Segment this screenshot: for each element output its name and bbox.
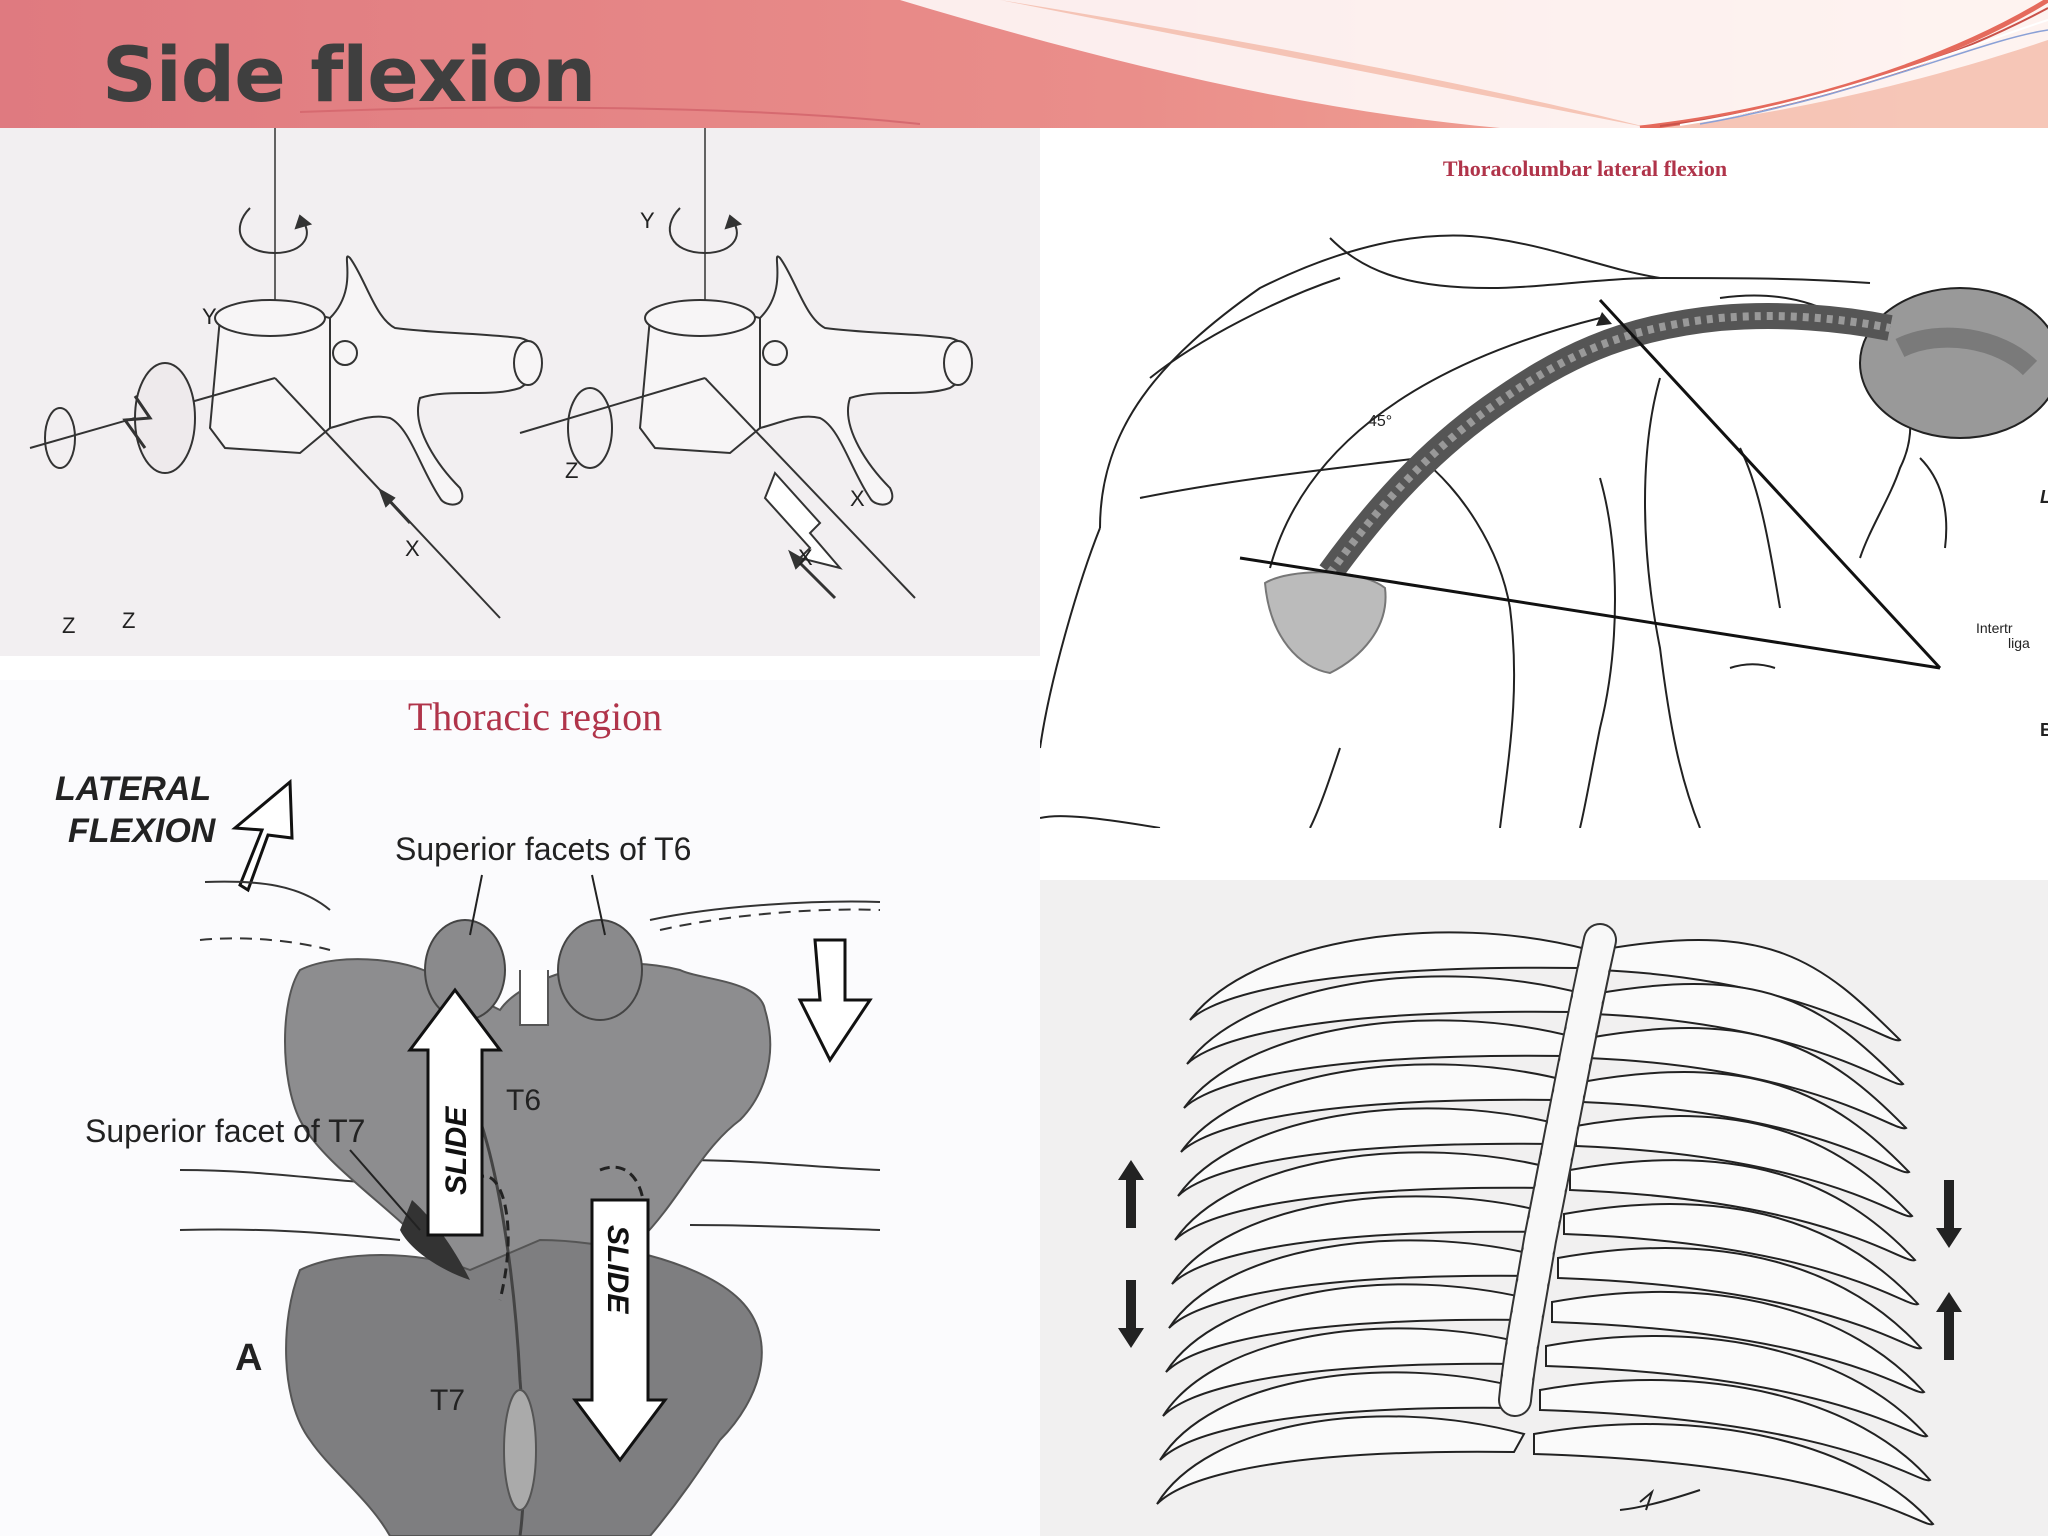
- slide-down-arrow-icon: SLIDE: [572, 1198, 668, 1463]
- t6-label: T6: [506, 1084, 541, 1117]
- rib-cage-figure: [1040, 880, 2048, 1536]
- contour-lines: [179, 880, 881, 1241]
- axis-label: Y: [202, 304, 217, 329]
- spinous-notch: [519, 970, 549, 1026]
- up-arrow-icon: [1118, 1160, 1144, 1228]
- edge-label: L: [2040, 487, 2048, 507]
- angle-triangle: [1239, 298, 1942, 670]
- axis-label: Y: [640, 208, 655, 233]
- edge-label: B: [2040, 720, 2048, 740]
- down-arrow-icon: [797, 938, 873, 1063]
- rib-right: [1581, 1071, 1911, 1174]
- rib-cage-drawing: [1156, 931, 1935, 1526]
- leader-lines: [349, 874, 606, 1231]
- rib-right: [1563, 1203, 1920, 1306]
- thoracic-region-figure: Thoracic region LATERAL FLEXION: [0, 680, 1040, 1536]
- down-arrow-icon: [1118, 1280, 1144, 1348]
- superior-facet-t7-label: Superior facet of T7: [85, 1113, 365, 1149]
- rib-right: [1551, 1291, 1926, 1394]
- slide-title: Side flexion: [102, 30, 596, 119]
- superior-facet-t6-right: [557, 919, 643, 1021]
- rib-left: [1189, 931, 1592, 1021]
- superior-facets-t6-label: Superior facets of T6: [395, 831, 691, 867]
- edge-label: liga: [2008, 635, 2030, 651]
- vertebra-axes-figure: Y Z Z X Y Z X X: [0, 128, 1040, 656]
- rib-right: [1533, 1423, 1935, 1526]
- t7-label: T7: [430, 1384, 465, 1417]
- rib-right: [1545, 1335, 1929, 1438]
- spine-column: [1319, 303, 1893, 581]
- rib-left: [1177, 1107, 1568, 1197]
- axes-right: [519, 207, 916, 600]
- rib-right: [1557, 1247, 1923, 1350]
- head-shape: [1859, 287, 2048, 439]
- down-arrow-icon: [1936, 1180, 1962, 1248]
- lateral-flexion-label: FLEXION: [68, 812, 217, 850]
- slide-up-label: SLIDE: [440, 1106, 473, 1195]
- spinous-tip: [503, 1389, 537, 1511]
- slide-header: Side flexion: [0, 0, 2048, 128]
- rib-left: [1159, 1371, 1532, 1461]
- rib-right: [1569, 1159, 1917, 1262]
- rib-right: [1539, 1379, 1932, 1482]
- axis-label: X: [798, 545, 813, 570]
- slide-up-arrow-icon: SLIDE: [407, 987, 503, 1237]
- flexion-arc: [1269, 317, 1601, 569]
- artist-mark: [1619, 1488, 1701, 1511]
- header-swoosh-graphic: [0, 0, 2048, 128]
- axis-label: X: [405, 536, 420, 561]
- lateral-flexion-arrow-icon: [231, 778, 294, 893]
- vertebra-left-drawing: [208, 128, 543, 506]
- rib-left: [1180, 1063, 1574, 1153]
- slide-down-label: SLIDE: [601, 1225, 634, 1314]
- up-arrow-icon: [1936, 1292, 1962, 1360]
- torso-outline: [1040, 234, 1948, 828]
- arc-arrowhead: [1596, 312, 1612, 326]
- rib-left: [1165, 1283, 1544, 1373]
- motion-arrows: [1118, 1160, 1962, 1360]
- lateral-flexion-label: LATERAL: [55, 770, 211, 808]
- sacrum-shape: [1263, 571, 1387, 675]
- figure-caption: Thoracolumbar lateral flexion: [1443, 156, 1727, 181]
- axes-left: [29, 207, 501, 619]
- angle-label: 45°: [1368, 413, 1392, 430]
- spine-vertebrae-pattern: [1326, 312, 1891, 576]
- rib-left: [1186, 975, 1586, 1065]
- rib-left: [1156, 1415, 1526, 1505]
- rib-left: [1183, 1019, 1580, 1109]
- thoracolumbar-flexion-figure: Thoracolumbar lateral flexion: [1040, 128, 2048, 828]
- rib-left: [1174, 1151, 1562, 1241]
- rib-left: [1162, 1327, 1538, 1417]
- axis-label: Z: [565, 458, 578, 483]
- rib-right: [1575, 1115, 1914, 1218]
- superior-facet-t7-shape: [400, 1200, 470, 1280]
- rib-left: [1171, 1195, 1556, 1285]
- figure-title: Thoracic region: [408, 694, 662, 739]
- axis-label: X: [850, 486, 865, 511]
- rib-left: [1168, 1239, 1550, 1329]
- axis-label: Z: [122, 608, 135, 633]
- axis-label: Z: [62, 613, 75, 638]
- edge-label: Intertr: [1976, 620, 2013, 636]
- spine-segments: [1500, 925, 1615, 1415]
- vertebra-right-drawing: [638, 128, 973, 506]
- dashed-facet-outline: [474, 1174, 510, 1301]
- figure-letter: A: [235, 1337, 262, 1379]
